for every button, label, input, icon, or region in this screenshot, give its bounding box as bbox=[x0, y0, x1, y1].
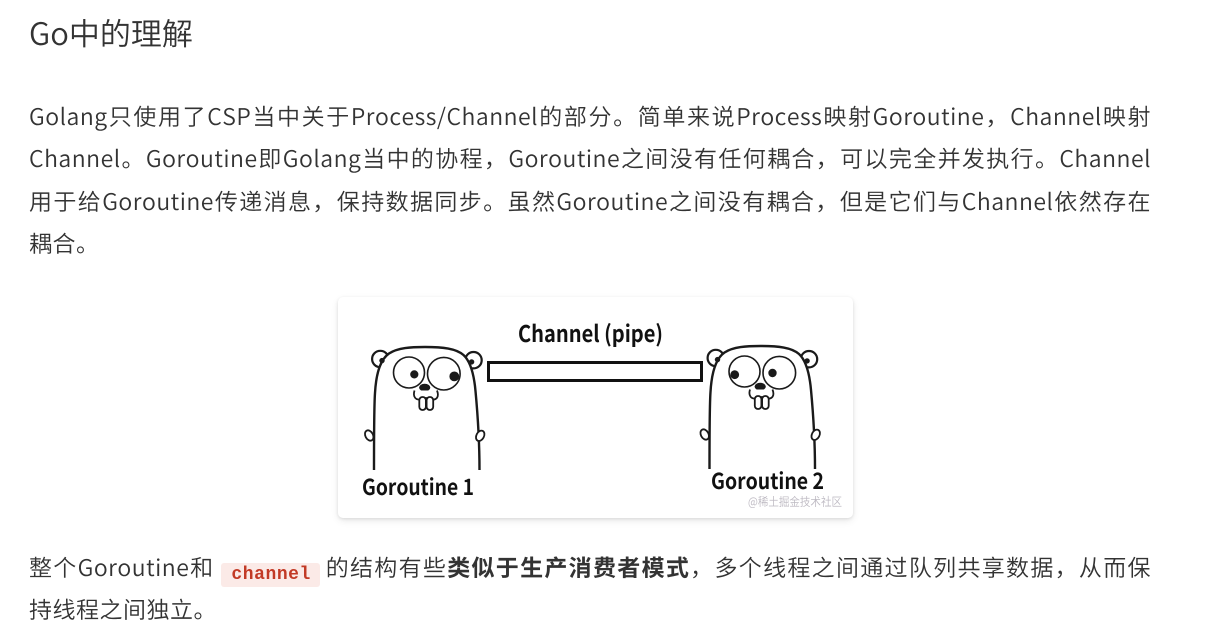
svg-text:Channel (pipe): Channel (pipe) bbox=[518, 315, 663, 349]
svg-text:@稀土掘金技术社区: @稀土掘金技术社区 bbox=[748, 493, 842, 510]
svg-text:Goroutine 2: Goroutine 2 bbox=[711, 464, 824, 496]
svg-text:Goroutine 1: Goroutine 1 bbox=[362, 470, 474, 502]
